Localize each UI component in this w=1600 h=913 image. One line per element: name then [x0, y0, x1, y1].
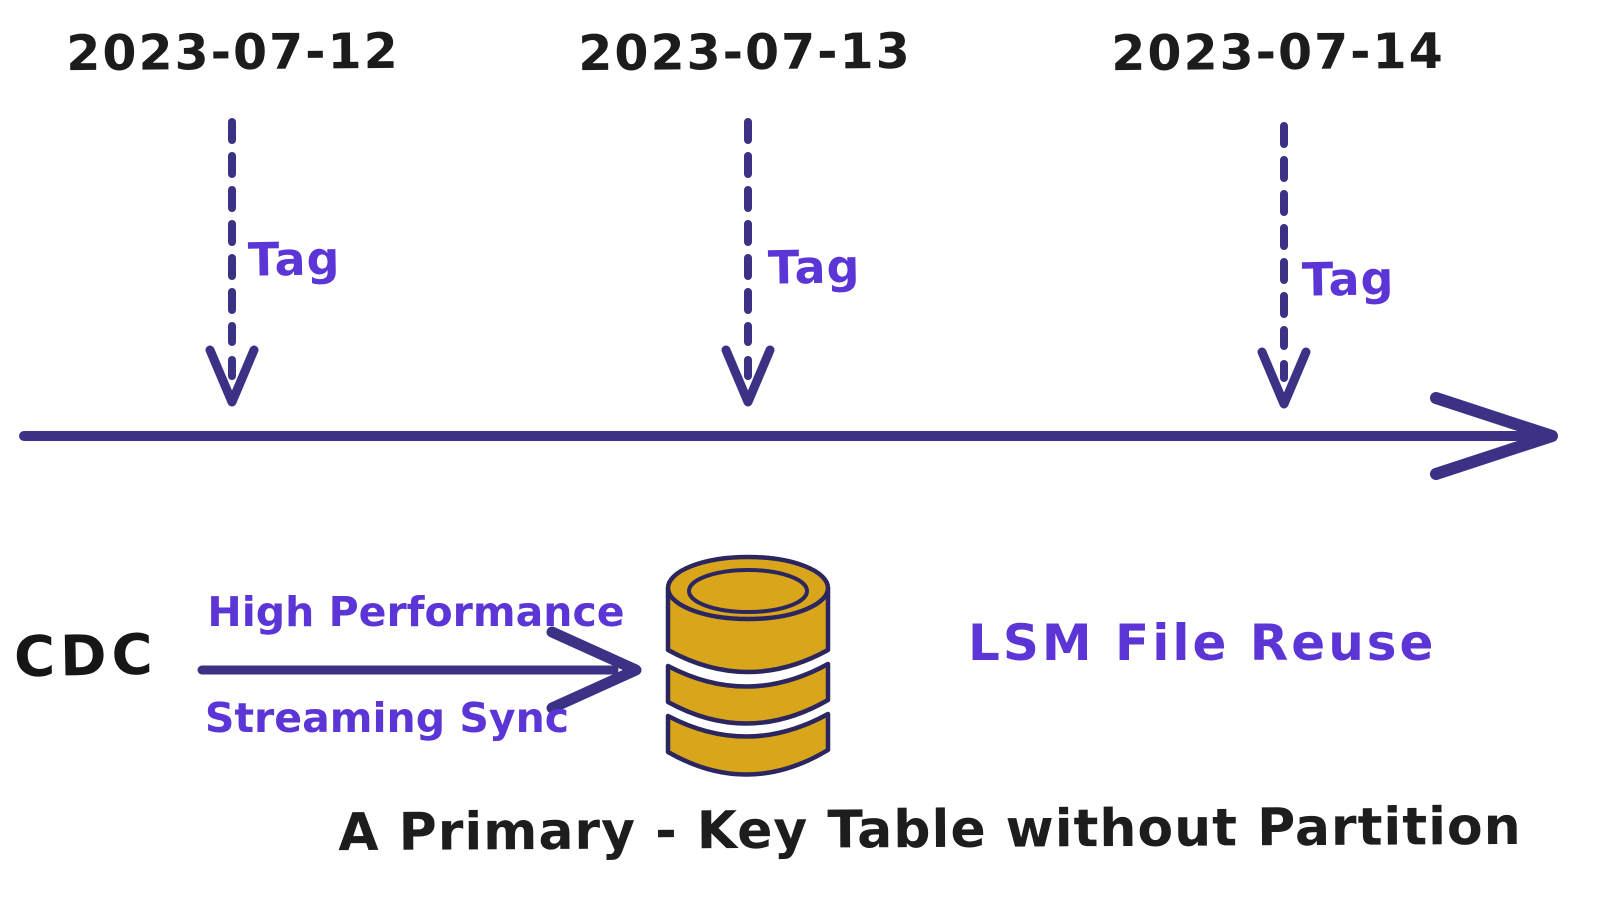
- dashed-down-arrow-icon: [1257, 122, 1311, 409]
- flow-arrow-bottom-label: Streaming Sync: [204, 694, 570, 742]
- tag-label-3: Tag: [1301, 251, 1395, 307]
- date-label-2: 2023-07-13: [578, 22, 912, 83]
- date-label-3: 2023-07-14: [1111, 22, 1445, 83]
- tag-label-1: Tag: [247, 231, 341, 287]
- cdc-source-label: CDC: [13, 622, 159, 691]
- dashed-down-arrow-icon: [205, 118, 259, 407]
- dashed-down-arrow-icon: [721, 118, 775, 407]
- date-label-1: 2023-07-12: [66, 22, 400, 83]
- flow-arrow-icon: [197, 626, 642, 714]
- lsm-file-reuse-label: LSM File Reuse: [968, 614, 1437, 672]
- diagram-caption: A Primary - Key Table without Partition: [338, 796, 1522, 864]
- database-icon: [665, 554, 831, 777]
- timeline-arrow-icon: [19, 392, 1558, 480]
- tag-label-2: Tag: [767, 239, 861, 295]
